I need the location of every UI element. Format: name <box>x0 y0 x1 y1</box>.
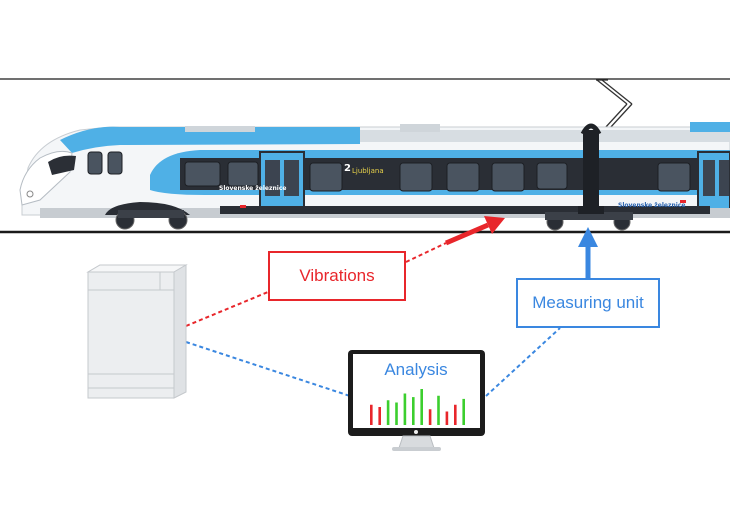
measuring-unit-label: Measuring unit <box>516 278 660 328</box>
train <box>19 122 730 231</box>
monitor-to-measuring-line <box>485 327 561 397</box>
analysis-bar <box>462 398 465 425</box>
analysis-bar <box>445 411 449 425</box>
analysis-bar <box>420 389 423 425</box>
analysis-label: Analysis <box>384 360 448 379</box>
livery-logo: Slovenske železnice <box>219 185 287 192</box>
cabinet-to-vibrations-line <box>185 291 269 327</box>
articulation-post <box>578 123 604 214</box>
analysis-bar <box>454 404 457 425</box>
bogie-middle <box>545 212 633 231</box>
analysis-bar <box>437 395 440 425</box>
vibrations-to-train-line <box>405 242 447 263</box>
analysis-bar <box>412 397 415 425</box>
analysis-bar <box>403 393 407 425</box>
vibrations-label: Vibrations <box>268 251 406 301</box>
analysis-bar <box>395 402 398 425</box>
train-windows <box>87 151 691 192</box>
livery-logo-rear: Slovenske železnice <box>618 202 686 209</box>
pantograph <box>596 79 633 131</box>
train-doors <box>259 151 730 215</box>
analysis-bar <box>378 407 381 425</box>
analysis-bar <box>370 404 373 425</box>
cabinet-to-monitor-line <box>185 341 351 397</box>
vibration-arrow <box>445 216 505 246</box>
analysis-bar <box>386 400 390 425</box>
analysis-bar <box>428 409 432 425</box>
analysis-bar-chart <box>370 389 465 425</box>
analysis-monitor <box>348 350 485 451</box>
train-roof-stripe <box>60 126 360 153</box>
destination-display: Ljubljana <box>352 167 384 175</box>
car-number: 2 <box>344 163 351 174</box>
bogie-front <box>105 202 190 230</box>
server-cabinet <box>86 264 188 399</box>
measuring-arrow <box>578 227 598 278</box>
